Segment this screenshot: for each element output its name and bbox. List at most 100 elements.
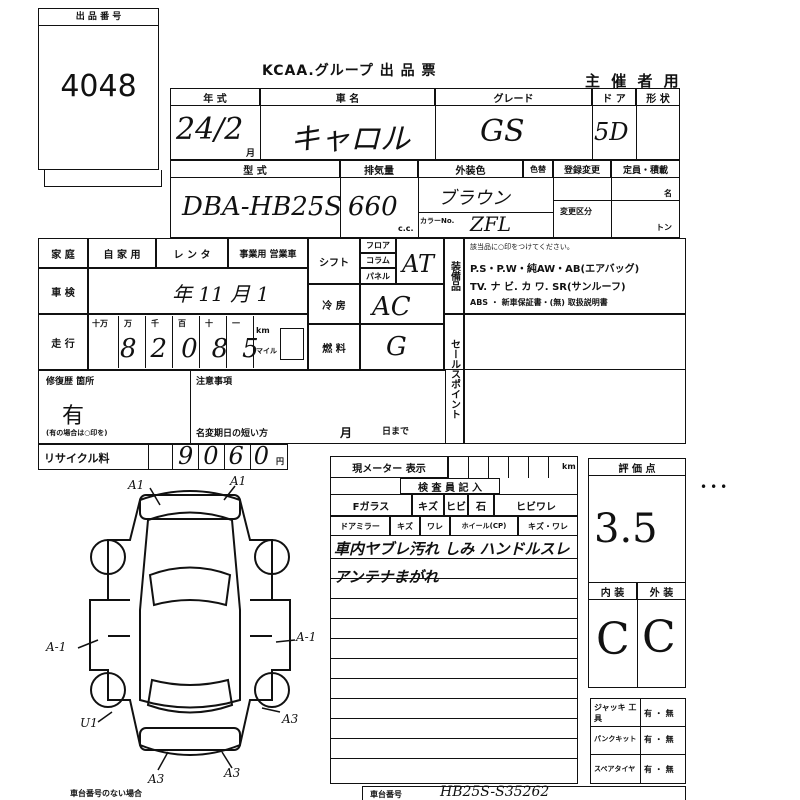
form-title: KCAA.グループ 出 品 票 — [262, 63, 437, 79]
mirror-scratch: キズ — [390, 516, 420, 536]
inspector-section — [330, 456, 578, 784]
fuel-field — [360, 324, 444, 370]
jack-label: ジャッキ 工 具 — [594, 703, 637, 723]
repair-history-value: 有 — [62, 404, 85, 429]
mirror-crack: ワレ — [420, 516, 450, 536]
ac-value: AC — [372, 292, 411, 322]
exterior-label: 外 装 — [637, 582, 686, 600]
interior-score: C — [596, 614, 630, 665]
deadline-day: 日まで — [382, 427, 410, 437]
repair-history-label: 修復歴 箇所 — [46, 377, 95, 387]
vehicle-info-row1 — [170, 88, 680, 160]
mileage-label: 走 行 — [38, 314, 88, 370]
exterior-score: C — [642, 612, 676, 663]
capacity-label: 定員・積載 — [611, 160, 680, 178]
inspector-comment-2: アンテナまがれ — [334, 568, 439, 586]
puncture-kit-label: パンクキット — [594, 735, 637, 743]
shift-label: シフト — [308, 238, 360, 284]
year-value: 24/2 — [176, 112, 244, 147]
grade-value: GS — [480, 114, 525, 149]
mileage-checkbox[interactable] — [280, 328, 304, 360]
lot-box-shadow — [44, 170, 162, 187]
color-change-label: 色替 — [523, 160, 553, 178]
capacity-unit-tons: トン — [656, 223, 672, 232]
recycle-unit: 円 — [276, 457, 284, 466]
car-name-value: キャロル — [290, 122, 410, 157]
lot-number-header: 出 品 番 号 — [39, 9, 158, 26]
diagram-mark-left-side: A-1 — [46, 640, 67, 654]
chassis-number-label: 車台番号 — [370, 790, 402, 799]
puncture-kit-value: 有 ・ 無 — [644, 735, 674, 744]
fglass-crackline: ヒビワレ — [494, 494, 578, 516]
recycle-value: 9060 — [178, 442, 280, 470]
ac-field — [360, 284, 444, 324]
equipment-line1: P.S・P.W・純AW・AB(エアバッグ) — [470, 264, 640, 275]
repair-notes-section — [38, 370, 446, 444]
mileage-unit-mile: マイル — [256, 347, 277, 355]
usage-private: 自 家 用 — [88, 238, 156, 268]
ac-label: 冷 房 — [308, 284, 360, 324]
inspector-comment-1: 車内ヤブレ汚れ しみ ハンドルスレ — [334, 540, 570, 558]
car-name-label: 車 名 — [260, 88, 435, 106]
mileage-field — [88, 314, 308, 370]
interior-label: 内 装 — [588, 582, 637, 600]
fglass-label: Fガラス — [330, 494, 412, 516]
inspector-label: 検 査 員 記 入 — [400, 478, 500, 494]
diagram-mark-rear-bumper-right: A3 — [224, 766, 241, 780]
deadline-month: 月 — [340, 426, 353, 440]
diagram-mark-rear-left: U1 — [80, 716, 98, 730]
chassis-number-value: HB25S-S35262 — [440, 784, 550, 800]
sales-point-label: セールスポイント — [444, 314, 464, 444]
usage-household: 家 庭 — [38, 238, 88, 268]
mileage-value: 82085 — [120, 334, 273, 364]
spare-tire-value: 有 ・ 無 — [644, 765, 674, 774]
recycle-label: リサイクル料 — [44, 452, 110, 465]
repair-history-note: (有の場合は○印を) — [46, 429, 108, 437]
lot-number-value: 4048 — [60, 69, 137, 104]
shift-option-floor: フロア — [360, 238, 396, 253]
wheel-scratch-crack: キズ・ワレ — [518, 516, 578, 536]
recycle-box — [38, 444, 288, 470]
cc-unit: c.c. — [398, 224, 414, 233]
footer-note: 車台番号のない場合 — [70, 789, 142, 798]
diagram-mark-front-left: A1 — [128, 478, 145, 492]
shift-field — [396, 238, 444, 284]
year-month-unit: 月 — [246, 149, 256, 159]
shape-label: 形 状 — [636, 88, 680, 106]
score-dots: ••• — [700, 480, 731, 494]
fglass-crack: ヒビ — [444, 494, 468, 516]
lot-number-box: 出 品 番 号 4048 — [38, 8, 159, 170]
chassis-number-box — [362, 786, 686, 800]
meter-unit: km — [562, 462, 576, 471]
shift-value: AT — [402, 250, 435, 278]
fuel-value: G — [386, 332, 407, 362]
notes-label: 注意事項 — [196, 377, 233, 387]
usage-rental: レ ン タ — [156, 238, 228, 268]
inspection-label: 車 検 — [38, 268, 88, 314]
jack-value: 有 ・ 無 — [644, 709, 674, 718]
score-value: 3.5 — [594, 506, 658, 552]
equipment-label: 装備品 — [444, 238, 464, 314]
grade-label: グレード — [435, 88, 592, 106]
vehicle-info-row2 — [170, 160, 680, 238]
diagram-mark-right-side: A-1 — [296, 630, 317, 644]
fglass-chip: 石 — [468, 494, 494, 516]
displacement-label: 排気量 — [340, 160, 418, 178]
inspection-field — [88, 268, 308, 314]
meter-label: 現メーター 表示 — [330, 456, 448, 478]
shift-option-column: コラム — [360, 253, 396, 268]
exterior-color-value: ブラウン — [438, 188, 510, 209]
fglass-scratch: キズ — [412, 494, 444, 516]
wheel-label: ホイール(CP) — [450, 516, 518, 536]
organizer-label: 主 催 者 用 — [585, 72, 682, 90]
diagram-mark-front-right: A1 — [230, 474, 247, 488]
equipment-field — [464, 238, 686, 314]
doors-value: 5D — [594, 118, 629, 146]
year-label: 年 式 — [170, 88, 260, 106]
diagram-mark-rear-bumper-left: A3 — [148, 772, 165, 786]
mileage-unit-km: km — [256, 326, 270, 335]
capacity-unit-persons: 名 — [664, 189, 672, 198]
spare-tire-label: スペアタイヤ — [594, 765, 636, 773]
exterior-color-label: 外装色 — [418, 160, 523, 178]
doors-label: ド ア — [592, 88, 636, 106]
